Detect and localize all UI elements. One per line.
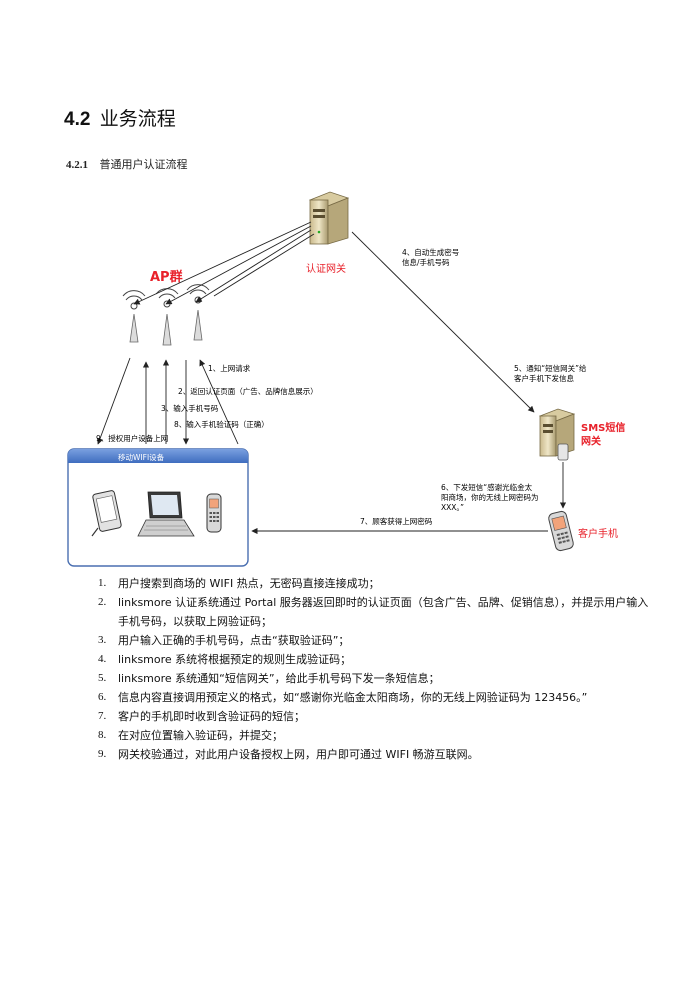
- ap-device-arrows: [97, 357, 239, 445]
- sms-gateway-label: SMS短信网关: [581, 421, 625, 448]
- list-item-number: 4.: [98, 653, 107, 665]
- list-item-number: 9.: [98, 748, 107, 760]
- step8-label: 8、输入手机验证码（正确）: [174, 419, 269, 429]
- step4-label: 4、自动生成密号信息/手机号码: [402, 247, 459, 267]
- list-item-text: linksmore 系统将根据预定的规则生成验证码；: [118, 653, 352, 666]
- list-item-number: 1.: [98, 577, 107, 589]
- process-steps-list: 1. 用户搜索到商场的 WIFI 热点，无密码直接连接成功； 2. linksmore…: [98, 574, 658, 764]
- list-item: 4. linksmore 系统将根据预定的规则生成验证码；: [98, 650, 658, 669]
- list-item-number: 7.: [98, 710, 107, 722]
- list-item-number: 2.: [98, 596, 107, 608]
- ap-antenna-icon: [186, 284, 210, 341]
- customer-phone-icon: [548, 510, 574, 552]
- list-item-number: 3.: [98, 634, 107, 646]
- step7-label: 7、顾客获得上网密码: [360, 516, 433, 526]
- list-item-text: 用户搜索到商场的 WIFI 热点，无密码直接连接成功；: [118, 577, 380, 590]
- auth-flow-diagram: 认证网关 AP群 4、自动生成密号信息/手机号码 5、通知“短信网关”给客户手机…: [67, 191, 625, 567]
- section-heading: 4.2 业务流程: [64, 104, 176, 131]
- arrow-step4-5: [351, 231, 535, 413]
- step5-label: 5、通知“短信网关”给客户手机下发信息: [514, 363, 587, 383]
- list-item-text: linksmore 系统通知“短信网关”，给此手机号码下发一条短信息；: [118, 672, 440, 685]
- sms-gateway-server-icon: [538, 408, 576, 461]
- list-item-text: 在对应位置输入验证码，并提交；: [118, 729, 283, 742]
- list-item: 5. linksmore 系统通知“短信网关”，给此手机号码下发一条短信息；: [98, 669, 658, 688]
- list-item-text: linksmore 认证系统通过 Portal 服务器返回即时的认证页面（包含广…: [118, 596, 649, 628]
- subsection-number: 4.2.1: [66, 159, 88, 171]
- mobile-phone-icon: [206, 493, 222, 533]
- ap-antenna-icon: [122, 290, 146, 343]
- list-item-number: 5.: [98, 672, 107, 684]
- list-item: 1. 用户搜索到商场的 WIFI 热点，无密码直接连接成功；: [98, 574, 658, 593]
- step3-label: 3、输入手机号码: [161, 403, 219, 413]
- list-item: 2. linksmore 认证系统通过 Portal 服务器返回即时的认证页面（包…: [98, 593, 658, 631]
- section-number: 4.2: [64, 109, 91, 130]
- list-item-text: 用户输入正确的手机号码，点击“获取验证码”；: [118, 634, 350, 647]
- list-item: 7. 客户的手机即时收到含验证码的短信；: [98, 707, 658, 726]
- step9-label: 9、授权用户设备上网: [96, 433, 168, 443]
- list-item-number: 8.: [98, 729, 107, 741]
- list-item: 8. 在对应位置输入验证码，并提交；: [98, 726, 658, 745]
- section-title: 业务流程: [99, 108, 176, 130]
- list-item-text: 网关校验通过，对此用户设备授权上网，用户即可通过 WIFI 畅游互联网。: [118, 748, 479, 761]
- list-item-number: 6.: [98, 691, 107, 703]
- server-ap-links: [133, 221, 315, 305]
- step2-label: 2、返回认证页面（广告、品牌信息展示）: [178, 386, 318, 396]
- ap-antenna-icon: [155, 288, 179, 346]
- list-item-text: 客户的手机即时收到含验证码的短信；: [118, 710, 305, 723]
- list-item: 3. 用户输入正确的手机号码，点击“获取验证码”；: [98, 631, 658, 650]
- step1-label: 1、上网请求: [208, 363, 251, 373]
- pda-icon: [91, 490, 122, 537]
- subsection-title: 普通用户认证流程: [99, 158, 188, 171]
- laptop-icon: [137, 491, 195, 537]
- list-item-text: 信息内容直接调用预定义的格式，如“感谢你光临金太阳商场，你的无线上网验证码为 1…: [118, 691, 588, 704]
- wifi-device-box-label: 移动WIFI设备: [118, 452, 165, 462]
- subsection-heading: 4.2.1 普通用户认证流程: [66, 156, 188, 172]
- list-item: 9. 网关校验通过，对此用户设备授权上网，用户即可通过 WIFI 畅游互联网。: [98, 745, 658, 764]
- auth-gateway-label: 认证网关: [306, 262, 346, 275]
- ap-group-label: AP群: [150, 269, 183, 285]
- customer-phone-label: 客户手机: [578, 527, 618, 540]
- auth-gateway-server-icon: [308, 191, 350, 245]
- list-item: 6. 信息内容直接调用预定义的格式，如“感谢你光临金太阳商场，你的无线上网验证码为…: [98, 688, 658, 707]
